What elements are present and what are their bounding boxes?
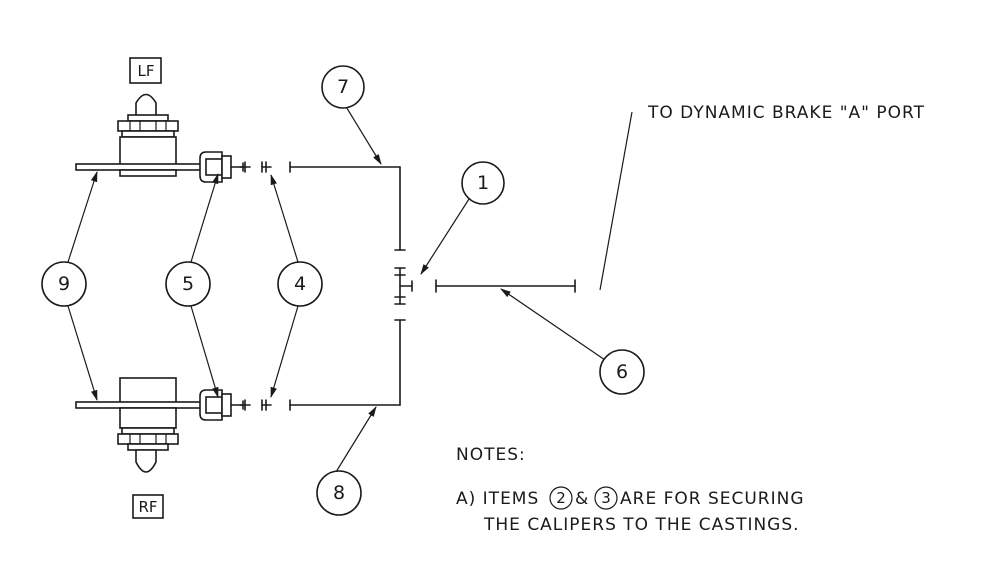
notes-heading: NOTES: [456, 445, 526, 465]
callout-9-label: 9 [58, 273, 70, 295]
left-front-caliper [199, 151, 251, 183]
hose-lower [289, 319, 406, 411]
note-a-item-3: 3 [601, 489, 611, 507]
right-front-caliper [199, 389, 251, 421]
note-a-suffix: ARE FOR SECURING [620, 489, 805, 509]
outlet-line [435, 111, 633, 293]
callout-8-label: 8 [333, 482, 345, 504]
note-a-line2: THE CALIPERS TO THE CASTINGS. [483, 515, 800, 535]
right-front-casting: RF [75, 377, 229, 519]
notes-block: NOTES: A) ITEMS 2 & 3 ARE FOR SECURING T… [456, 445, 805, 535]
hose-upper [289, 161, 406, 251]
callout-1-label: 1 [477, 172, 489, 194]
right-front-fitting [261, 399, 272, 411]
callout-8: 8 [316, 470, 362, 516]
callout-6-label: 6 [616, 361, 628, 383]
note-a-prefix: A) ITEMS [456, 489, 539, 509]
callout-9: 9 [41, 261, 87, 307]
callout-4-label: 4 [294, 273, 306, 295]
callout-7: 7 [321, 65, 365, 109]
rf-label: RF [138, 498, 157, 516]
callout-7-label: 7 [337, 76, 349, 98]
leader-lines [67, 104, 606, 473]
callout-5: 5 [165, 261, 211, 307]
lf-label: LF [138, 62, 155, 80]
callout-5-label: 5 [182, 273, 194, 295]
destination-label: TO DYNAMIC BRAKE "A" PORT [647, 103, 925, 123]
callout-6: 6 [599, 349, 645, 395]
note-a-and: & [575, 489, 589, 509]
tee-fitting [394, 267, 413, 305]
note-a-item-2: 2 [556, 489, 566, 507]
left-front-fitting [261, 161, 272, 173]
callout-4: 4 [277, 261, 323, 307]
callout-1: 1 [461, 161, 505, 205]
